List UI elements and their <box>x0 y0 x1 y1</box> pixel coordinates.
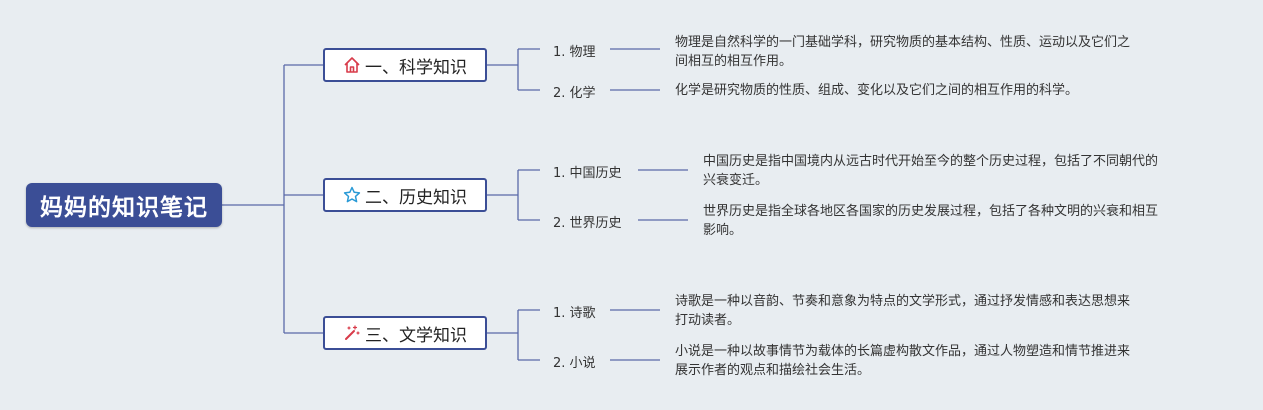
root-topic[interactable]: 妈妈的知识笔记 <box>26 183 222 227</box>
branch-literature[interactable]: 三、文学知识 <box>323 316 487 350</box>
house-icon <box>343 56 361 74</box>
leaf-novel[interactable]: 2. 小说 <box>553 356 596 371</box>
leaf-physics[interactable]: 1. 物理 <box>553 45 596 60</box>
star-icon <box>343 186 361 204</box>
branch-history[interactable]: 二、历史知识 <box>323 178 487 212</box>
leaf-world-history[interactable]: 2. 世界历史 <box>553 216 622 231</box>
root-title: 妈妈的知识笔记 <box>40 195 208 221</box>
leaf-chemistry[interactable]: 2. 化学 <box>553 86 596 101</box>
desc-chinese-history: 中国历史是指中国境内从远古时代开始至今的整个历史过程，包括了不同朝代的 兴衰变迁… <box>703 154 1159 188</box>
desc-world-history: 世界历史是指全球各地区各国家的历史发展过程，包括了各种文明的兴衰和相互 影响。 <box>703 204 1159 238</box>
branch-science[interactable]: 一、科学知识 <box>323 48 487 82</box>
desc-poetry: 诗歌是一种以音韵、节奏和意象为特点的文学形式，通过抒发情感和表达思想来 打动读者… <box>675 294 1131 328</box>
magic-wand-icon <box>343 324 361 342</box>
branch-label: 一、科学知识 <box>365 57 467 78</box>
branch-label: 二、历史知识 <box>365 187 467 208</box>
desc-novel: 小说是一种以故事情节为载体的长篇虚构散文作品，通过人物塑造和情节推进来 展示作者… <box>675 344 1131 378</box>
desc-chemistry: 化学是研究物质的性质、组成、变化以及它们之间的相互作用的科学。 <box>675 83 1079 98</box>
desc-physics: 物理是自然科学的一门基础学科，研究物质的基本结构、性质、运动以及它们之 间相互的… <box>675 35 1131 69</box>
branch-label: 三、文学知识 <box>365 325 467 346</box>
leaf-chinese-history[interactable]: 1. 中国历史 <box>553 166 622 181</box>
leaf-poetry[interactable]: 1. 诗歌 <box>553 306 596 321</box>
